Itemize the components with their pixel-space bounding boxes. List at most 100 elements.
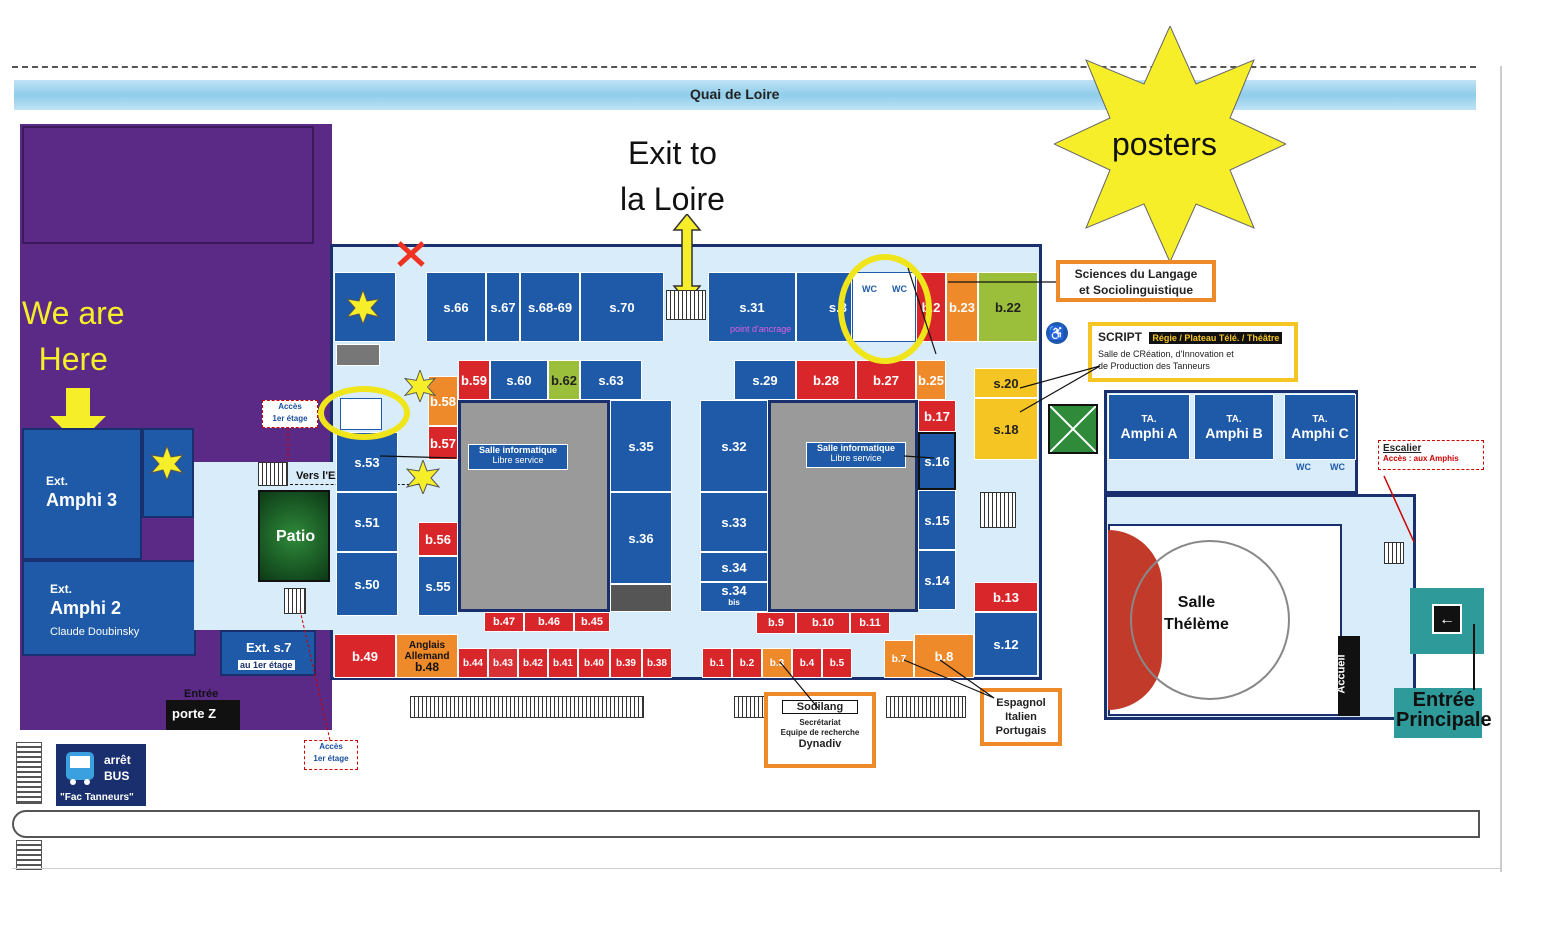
sodilang-label: Sodilang bbox=[782, 700, 858, 714]
room-grey-nw bbox=[336, 344, 380, 366]
escalier-note: Escalier Accès : aux Amphis bbox=[1378, 440, 1484, 470]
room-b46: b.46 bbox=[524, 612, 574, 632]
patio bbox=[258, 490, 330, 582]
room-b7: b.7 bbox=[884, 640, 914, 678]
room-b43: b.43 bbox=[488, 648, 518, 678]
wc-highlight-circle-west bbox=[318, 386, 410, 440]
extension-top-block bbox=[22, 126, 314, 244]
poster-star-icon-4 bbox=[150, 446, 184, 480]
stairs-bottom-right bbox=[886, 696, 966, 718]
amphi-2-ext: Ext. bbox=[50, 582, 73, 596]
room-s34bis-label: s.34 bbox=[721, 583, 747, 598]
salle-info-2-title: Salle informatique bbox=[816, 443, 896, 453]
exit-arrow-icon bbox=[672, 214, 702, 302]
accueil-box bbox=[1338, 636, 1360, 716]
ext-s7-sub: au 1er étage bbox=[238, 660, 295, 670]
room-b11: b.11 bbox=[850, 612, 890, 634]
amphi-c-name: Amphi C bbox=[1291, 424, 1349, 441]
patio-stairs-south bbox=[284, 588, 306, 614]
crosswalk-left-top bbox=[16, 742, 42, 804]
room-b42: b.42 bbox=[518, 648, 548, 678]
bus-icon bbox=[66, 752, 94, 785]
stairs-bottom-left bbox=[410, 696, 644, 718]
room-b62: b.62 bbox=[548, 360, 580, 400]
we-are-here-label: We are Here bbox=[22, 295, 125, 377]
amphi-a-ta: TA. bbox=[1141, 413, 1157, 425]
salle-info-1 bbox=[458, 400, 610, 612]
red-x-icon bbox=[397, 241, 425, 267]
room-b27: b.27 bbox=[856, 360, 916, 400]
script-desc: Salle de CRéation, d'Innovation et de Pr… bbox=[1098, 349, 1234, 371]
room-b40: b.40 bbox=[578, 648, 610, 678]
amphi-3 bbox=[22, 428, 142, 560]
ext-s7-label: Ext. s.7 bbox=[246, 640, 292, 655]
amphi-a: TA. Amphi A bbox=[1108, 394, 1190, 460]
exit-stairs bbox=[666, 290, 706, 320]
salle-info-1-sub: Libre service bbox=[492, 455, 544, 465]
posters-label: posters bbox=[1112, 126, 1217, 162]
room-s51: s.51 bbox=[336, 492, 398, 552]
bus-stop-name: "Fac Tanneurs" bbox=[60, 792, 134, 803]
wc-amphi-2: WC bbox=[1330, 462, 1345, 472]
poster-star-icon-2 bbox=[404, 370, 436, 402]
room-b9: b.9 bbox=[756, 612, 796, 634]
room-b57: b.57 bbox=[428, 426, 458, 460]
escalier-sub: Accès : aux Amphis bbox=[1383, 454, 1459, 463]
room-s34: s.34 bbox=[700, 552, 768, 582]
room-b5: b.5 bbox=[822, 648, 852, 678]
room-b41: b.41 bbox=[548, 648, 578, 678]
wheelchair-icon: ♿ bbox=[1046, 322, 1068, 344]
room-s67: s.67 bbox=[486, 272, 520, 342]
room-b22: b.22 bbox=[978, 272, 1038, 342]
amphi-b-name: Amphi B bbox=[1205, 424, 1263, 441]
room-s29: s.29 bbox=[734, 360, 796, 400]
amphi-b-ta: TA. bbox=[1226, 413, 1242, 425]
script-box: SCRIPT Régie / Plateau Télé. / Théâtre S… bbox=[1088, 322, 1298, 382]
room-s50: s.50 bbox=[336, 552, 398, 616]
room-b25: b.25 bbox=[916, 360, 946, 400]
bus-label: arrêt BUS bbox=[104, 753, 131, 783]
room-s68-69: s.68-69 bbox=[520, 272, 580, 342]
anglais-label: Anglais Allemand bbox=[404, 639, 450, 662]
acces-note-2: Accès 1er étage bbox=[304, 740, 358, 770]
room-b2: b.2 bbox=[732, 648, 762, 678]
room-b48-label: b.48 bbox=[414, 659, 439, 674]
exit-sign-icon[interactable]: ← bbox=[1432, 604, 1462, 634]
theleme-stairs bbox=[1384, 542, 1404, 564]
amphi-2-label: Amphi 2 bbox=[50, 598, 122, 618]
theleme-circle bbox=[1130, 540, 1290, 700]
cross-box-icon bbox=[1050, 406, 1096, 452]
room-b17: b.17 bbox=[918, 400, 956, 432]
room-s53: s.53 bbox=[336, 432, 398, 492]
entree-principale-box[interactable] bbox=[1394, 688, 1482, 738]
room-s55: s.55 bbox=[418, 556, 458, 616]
escalier-title: Escalier bbox=[1383, 443, 1422, 454]
room-b39: b.39 bbox=[610, 648, 642, 678]
room-s32: s.32 bbox=[700, 400, 768, 492]
salle-info-1-label: Salle informatique Libre service bbox=[468, 444, 568, 470]
room-b48: Anglais Allemand b.48 bbox=[396, 634, 458, 678]
road bbox=[12, 810, 1480, 838]
salle-info-2-sub: Libre service bbox=[830, 453, 882, 463]
script-tag: Régie / Plateau Télé. / Théâtre bbox=[1149, 332, 1283, 344]
room-b45: b.45 bbox=[574, 612, 610, 632]
room-s63: s.63 bbox=[580, 360, 642, 400]
room-b47: b.47 bbox=[484, 612, 524, 632]
bottom-line bbox=[12, 868, 1502, 869]
entree-z-label[interactable]: porte Z bbox=[172, 706, 217, 721]
room-s31: s.31 bbox=[708, 272, 796, 342]
room-b38: b.38 bbox=[642, 648, 672, 678]
room-s16: s.16 bbox=[918, 432, 956, 490]
patio-stairs bbox=[258, 462, 288, 486]
room-s34bis-suffix: bis bbox=[728, 598, 740, 607]
sodilang-box: Sodilang Secrétariat Equipe de recherche… bbox=[764, 692, 876, 768]
amphi-2-sub: Claude Doubinsky bbox=[50, 626, 140, 638]
amphi-c: TA. Amphi C bbox=[1284, 394, 1356, 460]
room-b56: b.56 bbox=[418, 522, 458, 556]
room-b4: b.4 bbox=[792, 648, 822, 678]
entree-principale-label: Entrée Principale bbox=[1396, 689, 1492, 731]
crosswalk-left-bottom bbox=[16, 840, 42, 870]
room-b13: b.13 bbox=[974, 582, 1038, 612]
room-s66: s.66 bbox=[426, 272, 486, 342]
room-s35: s.35 bbox=[610, 400, 672, 492]
